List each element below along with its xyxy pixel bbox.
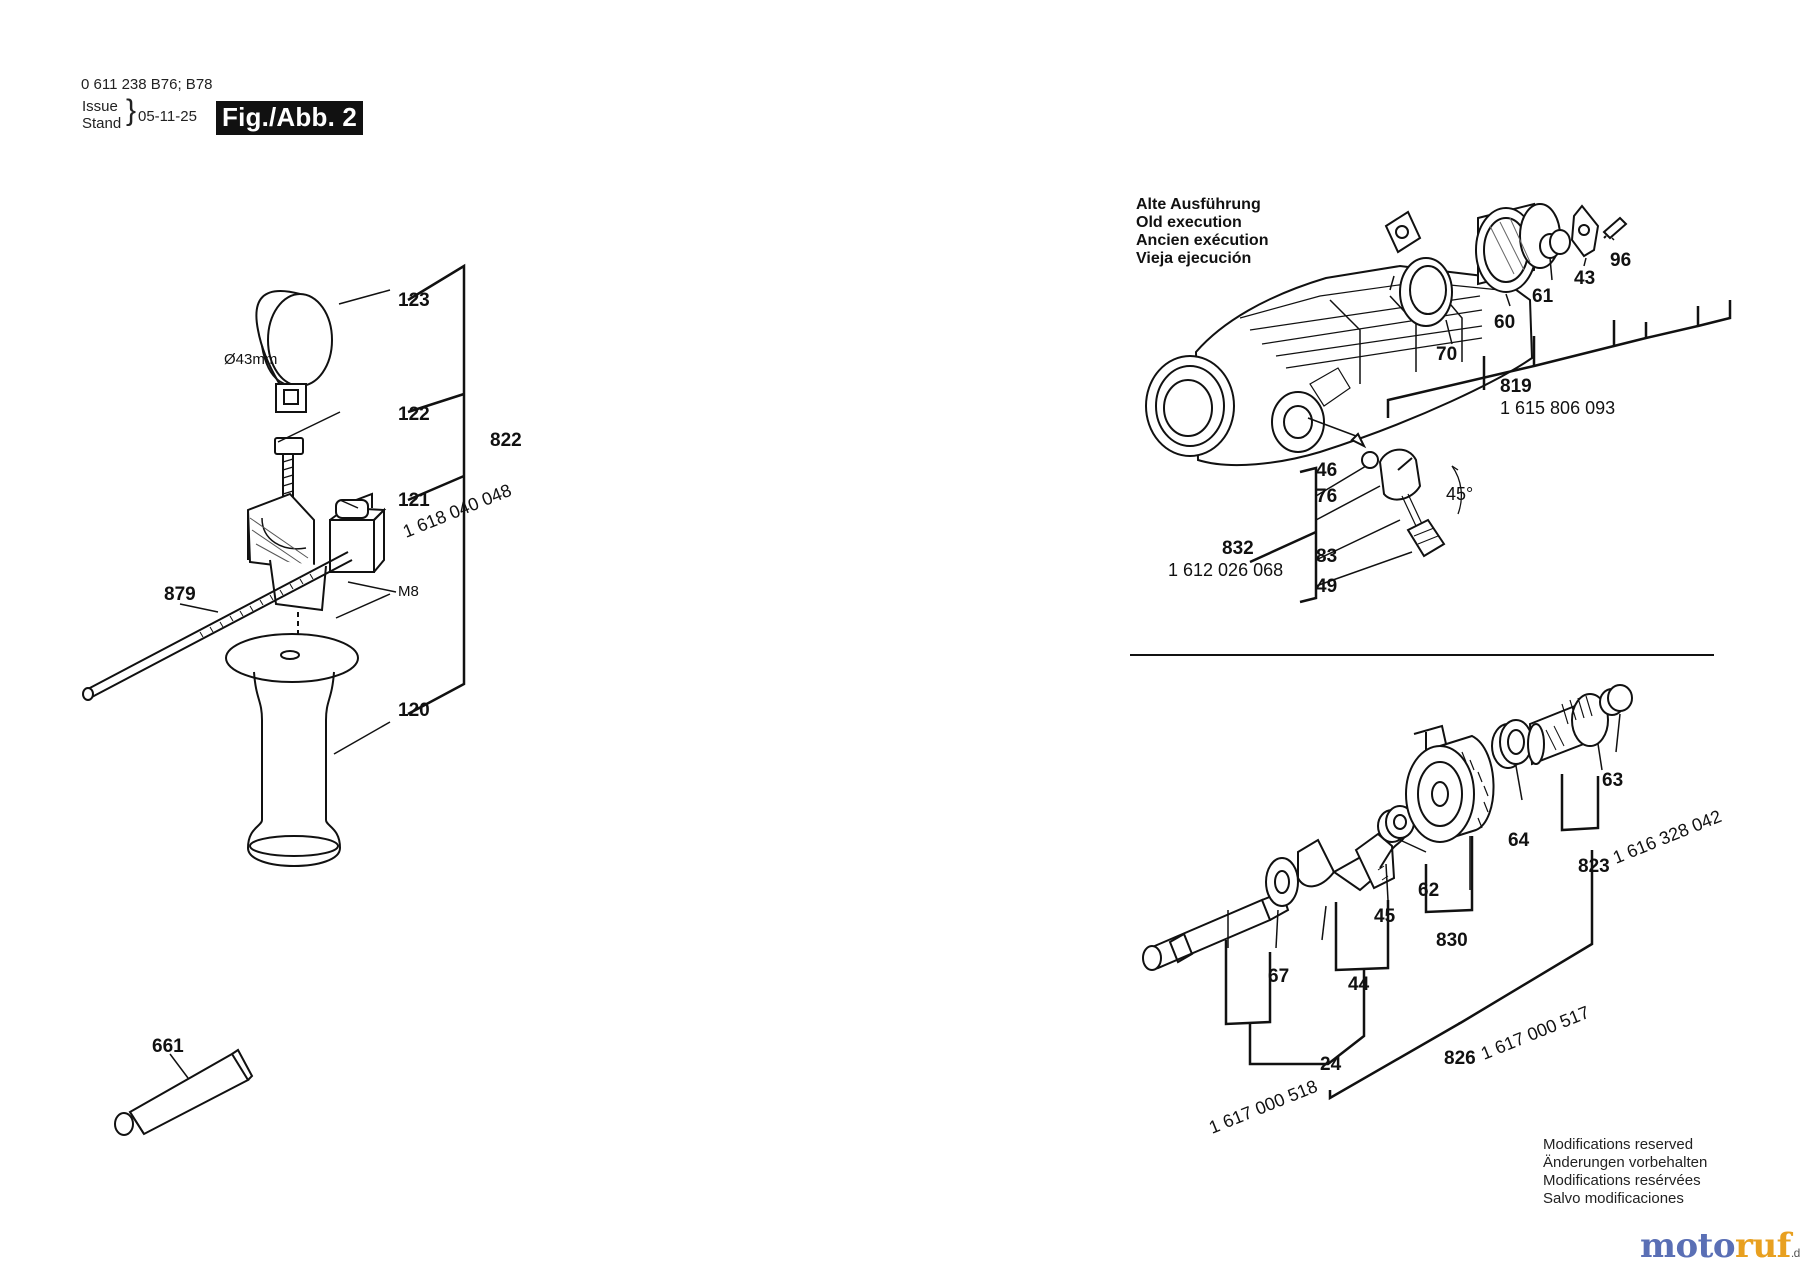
issue-stand-label: Issue Stand xyxy=(82,98,121,132)
clamp-screw-icon xyxy=(274,437,304,506)
part-number-826: 1 617 000 517 xyxy=(1478,1002,1592,1064)
part-number-819: 1 615 806 093 xyxy=(1500,398,1615,418)
grease-tube-icon xyxy=(114,1048,254,1136)
angle-label: 45° xyxy=(1446,484,1473,504)
end-bushing-icon xyxy=(1599,684,1633,716)
part-label-879: 879 xyxy=(164,584,196,605)
part-label-64: 64 xyxy=(1508,830,1530,851)
part-number-24: 1 617 000 518 xyxy=(1206,1076,1320,1138)
old-execution-caption: Alte Ausführung Old execution Ancien exé… xyxy=(1136,196,1268,268)
old-execution-fr: Ancien exécution xyxy=(1136,232,1269,249)
part-label-49: 49 xyxy=(1316,576,1337,597)
part-label-24: 24 xyxy=(1320,1054,1342,1075)
model-numbers: 0 611 238 B76; B78 xyxy=(81,76,213,93)
part-label-823: 823 xyxy=(1578,856,1610,877)
gear-wheel-icon xyxy=(1405,724,1495,843)
modifications-en: Modifications reserved xyxy=(1543,1136,1694,1153)
switch-knob-icon xyxy=(1307,417,1446,558)
stand-label: Stand xyxy=(82,115,122,132)
part-label-122: 122 xyxy=(398,404,430,425)
part-label-830: 830 xyxy=(1436,930,1468,951)
part-label-123: 123 xyxy=(398,290,430,311)
part-label-76: 76 xyxy=(1316,486,1337,507)
depth-stop-rod-icon xyxy=(82,551,353,701)
part-label-44: 44 xyxy=(1348,974,1370,995)
part-label-826: 826 xyxy=(1444,1048,1476,1069)
washer-icon xyxy=(1265,857,1299,907)
side-handle-grip-icon xyxy=(225,612,359,867)
clutch-lever-icon xyxy=(1297,831,1405,892)
pinion-shaft-icon xyxy=(1142,890,1290,971)
depth-stop-holder-icon xyxy=(246,492,387,612)
screw-icon xyxy=(1602,216,1628,240)
handle-clamp-band-icon xyxy=(255,290,333,413)
part-label-661: 661 xyxy=(152,1036,184,1057)
part-label-822: 822 xyxy=(490,430,522,451)
part-label-62: 62 xyxy=(1418,880,1439,901)
brand-tld: .de xyxy=(1790,1246,1800,1260)
part-label-70: 70 xyxy=(1436,344,1457,365)
old-execution-de: Alte Ausführung xyxy=(1136,196,1261,213)
part-label-60: 60 xyxy=(1494,312,1515,333)
part-label-45: 45 xyxy=(1374,906,1396,927)
old-execution-en: Old execution xyxy=(1136,214,1242,231)
figure-label: Fig./Abb. 2 xyxy=(216,101,364,135)
front-bearing-ring-icon xyxy=(1399,257,1453,327)
modifications-es: Salvo modificaciones xyxy=(1543,1190,1684,1207)
retaining-plate-icon xyxy=(1570,204,1600,258)
issue-date: 05-11-25 xyxy=(138,108,197,125)
bushing-icon xyxy=(1539,229,1571,259)
brand-name: motoruf xyxy=(1640,1226,1791,1266)
modifications-fr: Modifications resérvées xyxy=(1543,1172,1701,1189)
diameter-label: Ø43mm xyxy=(224,351,277,368)
gear-housing-icon xyxy=(1145,264,1534,467)
part-label-61: 61 xyxy=(1532,286,1554,307)
part-number-832: 1 612 026 068 xyxy=(1168,560,1283,580)
sleeve-icon xyxy=(1475,202,1561,293)
label-plate-icon xyxy=(1384,210,1422,254)
part-label-43: 43 xyxy=(1574,268,1595,289)
old-execution-es: Vieja ejecución xyxy=(1136,250,1252,267)
brace-icon: } xyxy=(126,94,137,127)
modifications-de: Änderungen vorbehalten xyxy=(1543,1154,1708,1171)
issue-label: Issue xyxy=(82,98,118,115)
part-label-121: 121 xyxy=(398,490,430,511)
part-label-120: 120 xyxy=(398,700,430,721)
part-label-819: 819 xyxy=(1500,376,1532,397)
drive-gear-icon xyxy=(1527,693,1609,766)
part-label-83: 83 xyxy=(1316,546,1337,567)
part-label-46: 46 xyxy=(1316,460,1337,481)
thread-label-m8: M8 xyxy=(398,583,419,600)
brand-logo: motoruf.de xyxy=(1640,1226,1800,1266)
part-number-823: 1 616 328 042 xyxy=(1610,806,1724,868)
part-label-63: 63 xyxy=(1602,770,1623,791)
needle-bearing-icon xyxy=(1491,719,1533,769)
part-label-67: 67 xyxy=(1268,966,1289,987)
part-label-832: 832 xyxy=(1222,538,1254,559)
modifications-note: Modifications reserved Änderungen vorbeh… xyxy=(1543,1136,1707,1208)
part-label-96: 96 xyxy=(1610,250,1631,271)
